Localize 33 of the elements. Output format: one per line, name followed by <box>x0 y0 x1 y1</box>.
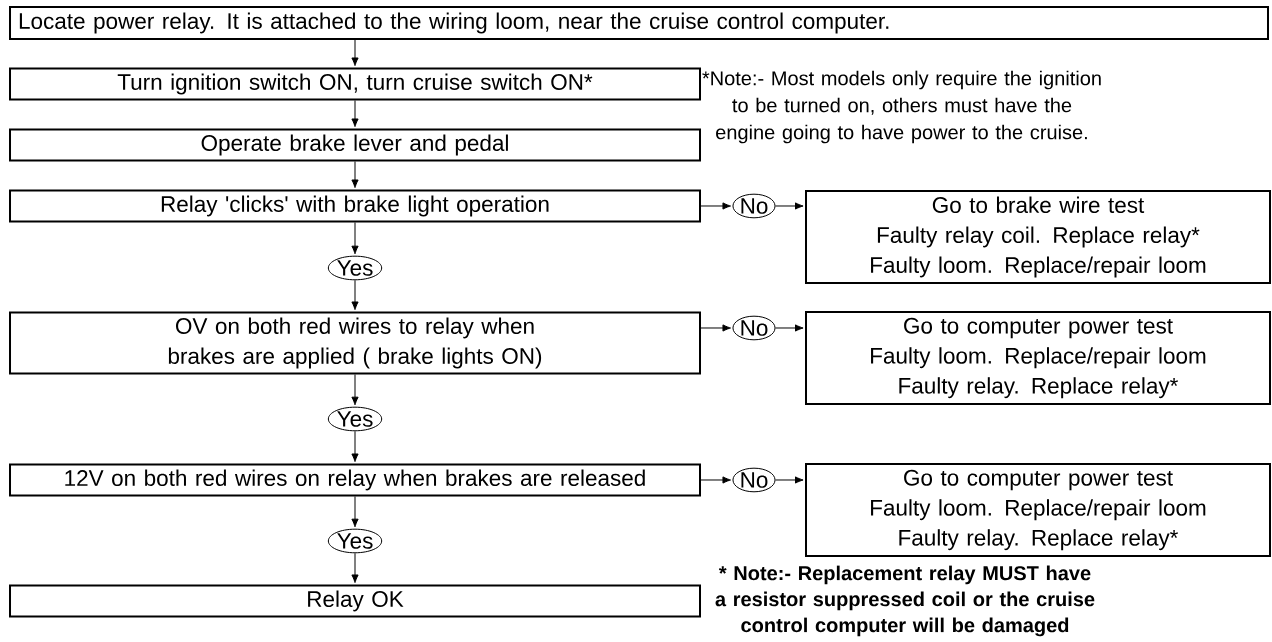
answer-oval: Yes <box>327 528 383 554</box>
arrow <box>351 279 359 311</box>
process-box: Operate brake lever and pedal <box>9 128 701 162</box>
answer-oval: No <box>732 467 776 493</box>
note-text: * Note:- Replacement relay MUST have a resistor suppressed coil or the cruise control computer will be damaged <box>715 565 1095 637</box>
arrow <box>700 324 731 332</box>
arrow <box>351 100 359 128</box>
arrow <box>351 552 359 584</box>
process-box: Locate power relay. It is attached to the wiring loom, near the cruise control computer. <box>9 6 1269 40</box>
arrow <box>775 476 804 484</box>
arrow <box>700 202 731 210</box>
process-box: OV on both red wires to relay when brakes are applied ( brake lights ON) <box>9 311 701 375</box>
process-box: 12V on both red wires on relay when brakes are released <box>9 463 701 497</box>
answer-oval: Yes <box>327 255 383 281</box>
process-box: Go to computer power test Faulty loom. Replace/repair loom Faulty relay. Replace relay* <box>805 463 1271 557</box>
process-box: Relay OK <box>9 584 701 618</box>
answer-oval: Yes <box>327 406 383 432</box>
answer-oval: No <box>732 315 776 341</box>
note-text: *Note:- Most models only require the ignition to be turned on, others must have the engine going to have power to the cruise. <box>702 70 1101 144</box>
arrow <box>351 496 359 528</box>
process-box: Relay 'clicks' with brake light operation <box>9 189 701 223</box>
arrow <box>775 324 804 332</box>
arrow <box>351 39 359 67</box>
process-box: Go to computer power test Faulty loom. Replace/repair loom Faulty relay. Replace relay* <box>805 311 1271 405</box>
arrow <box>351 430 359 463</box>
arrow <box>351 222 359 255</box>
arrow <box>351 374 359 406</box>
arrow <box>351 161 359 189</box>
process-box: Turn ignition switch ON, turn cruise switch ON* <box>9 67 701 101</box>
arrow <box>700 476 731 484</box>
arrow <box>775 202 804 210</box>
process-box: Go to brake wire test Faulty relay coil. Replace relay* Faulty loom. Replace/repair loom <box>805 190 1271 284</box>
answer-oval: No <box>732 193 776 219</box>
